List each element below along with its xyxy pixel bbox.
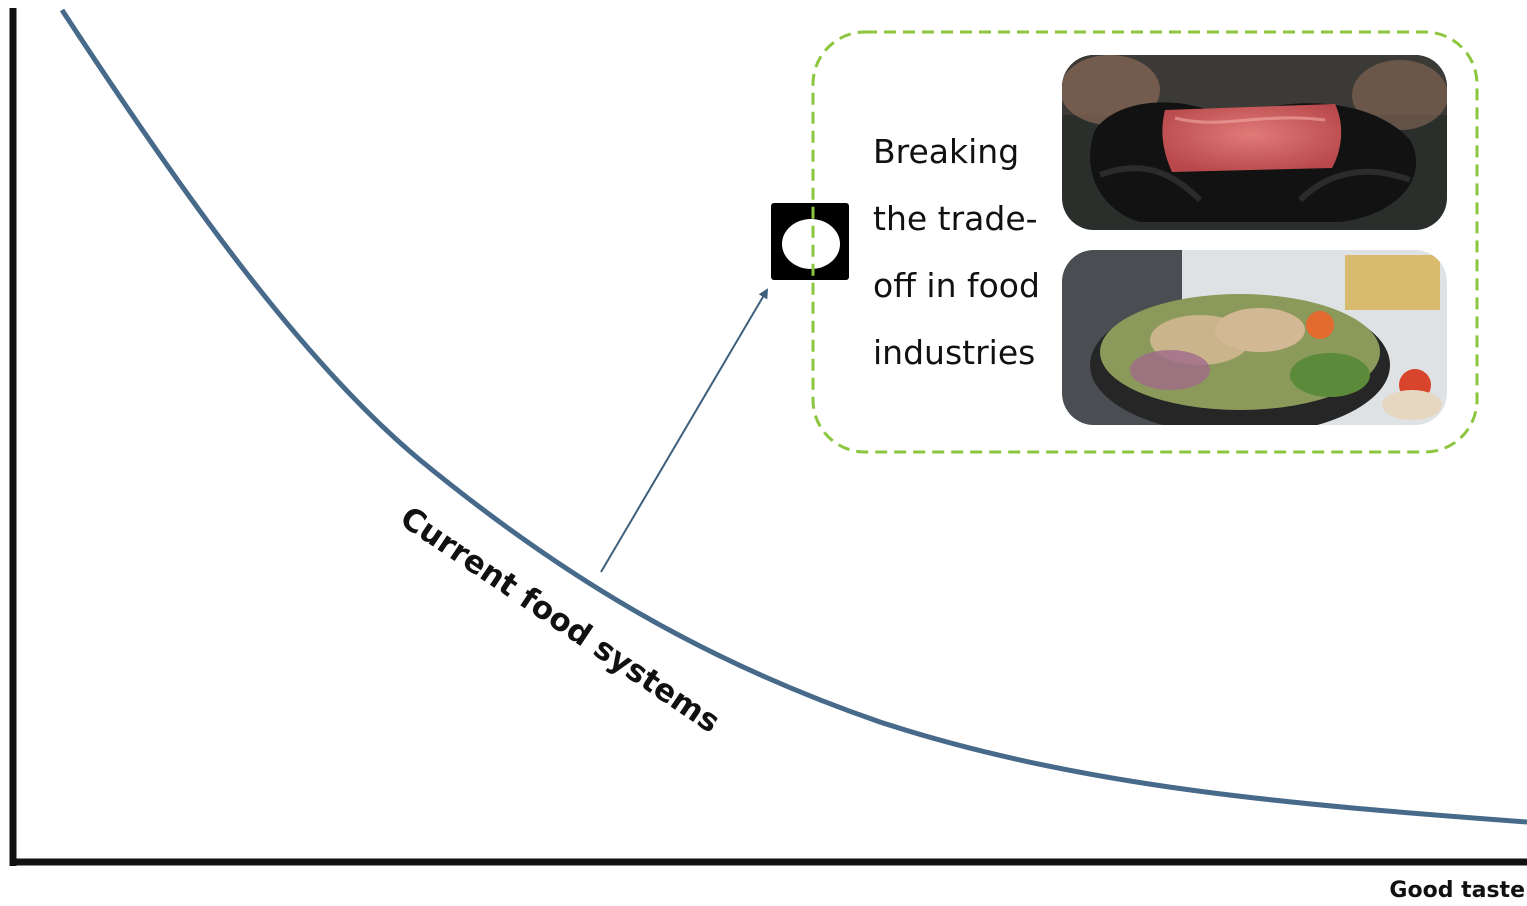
breakthrough-line-2: the trade- — [873, 199, 1038, 238]
breakthrough-line-1: Breaking — [873, 132, 1020, 171]
breakthrough-marker — [771, 203, 849, 280]
x-axis-label: Good taste — [1389, 878, 1525, 903]
breakthrough-text: Breaking the trade- off in food industri… — [873, 118, 1063, 386]
breakthrough-panel — [811, 30, 1479, 454]
food-bowl-photo — [1062, 250, 1447, 425]
breakthrough-arrow — [600, 288, 769, 573]
breakthrough-line-4: industries — [873, 333, 1036, 372]
meat-photo — [1062, 55, 1447, 230]
breakthrough-line-3: off in food — [873, 266, 1040, 305]
tradeoff-curve — [59, 8, 1527, 825]
